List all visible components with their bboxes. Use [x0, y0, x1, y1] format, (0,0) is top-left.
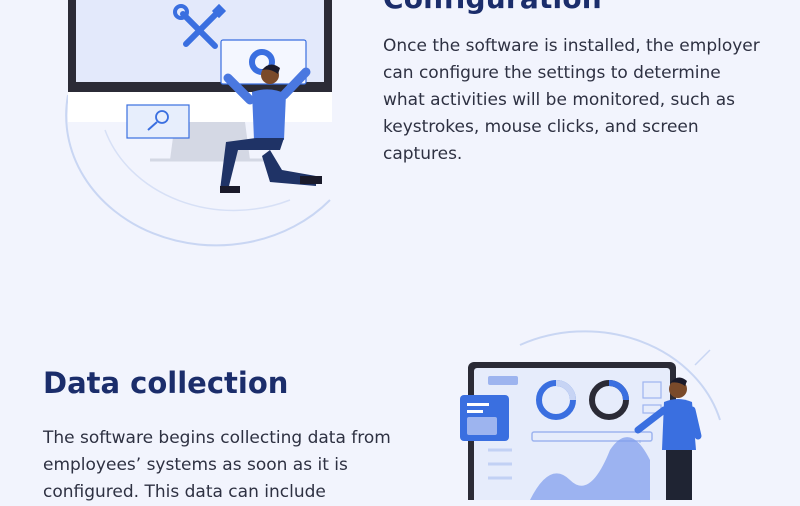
wrench-screwdriver-icon [173, 3, 227, 49]
magnifier-icon [147, 110, 169, 131]
search-card [126, 104, 190, 139]
area-chart [530, 437, 650, 500]
body-line: configured. This data can include [43, 482, 326, 502]
body-line: The software begins collecting data from [43, 428, 391, 448]
section-body-data-collection: The software begins collecting data from… [43, 425, 413, 506]
decor-line [694, 349, 711, 366]
section-title-data-collection: Data collection [43, 366, 289, 400]
person-kneeling [220, 64, 322, 193]
donut-chart [536, 380, 576, 420]
person-standing [634, 377, 702, 500]
body-line: what activities will be monitored, such … [383, 90, 735, 110]
body-line: Once the software is installed, the empl… [383, 36, 760, 56]
body-line: employees’ systems as soon as it is [43, 455, 348, 475]
dashboard [468, 362, 676, 500]
section-title-configuration: Configuration [383, 0, 602, 15]
body-line: captures. [383, 144, 463, 164]
decor-arc [65, 94, 331, 247]
document-icon [460, 395, 509, 441]
decor-arc [104, 129, 291, 212]
body-line: can configure the settings to determine [383, 63, 721, 83]
donut-chart [589, 380, 629, 420]
section-body-configuration: Once the software is installed, the empl… [383, 33, 763, 168]
body-line: keystrokes, mouse clicks, and screen [383, 117, 699, 137]
decor-arc [519, 330, 721, 421]
